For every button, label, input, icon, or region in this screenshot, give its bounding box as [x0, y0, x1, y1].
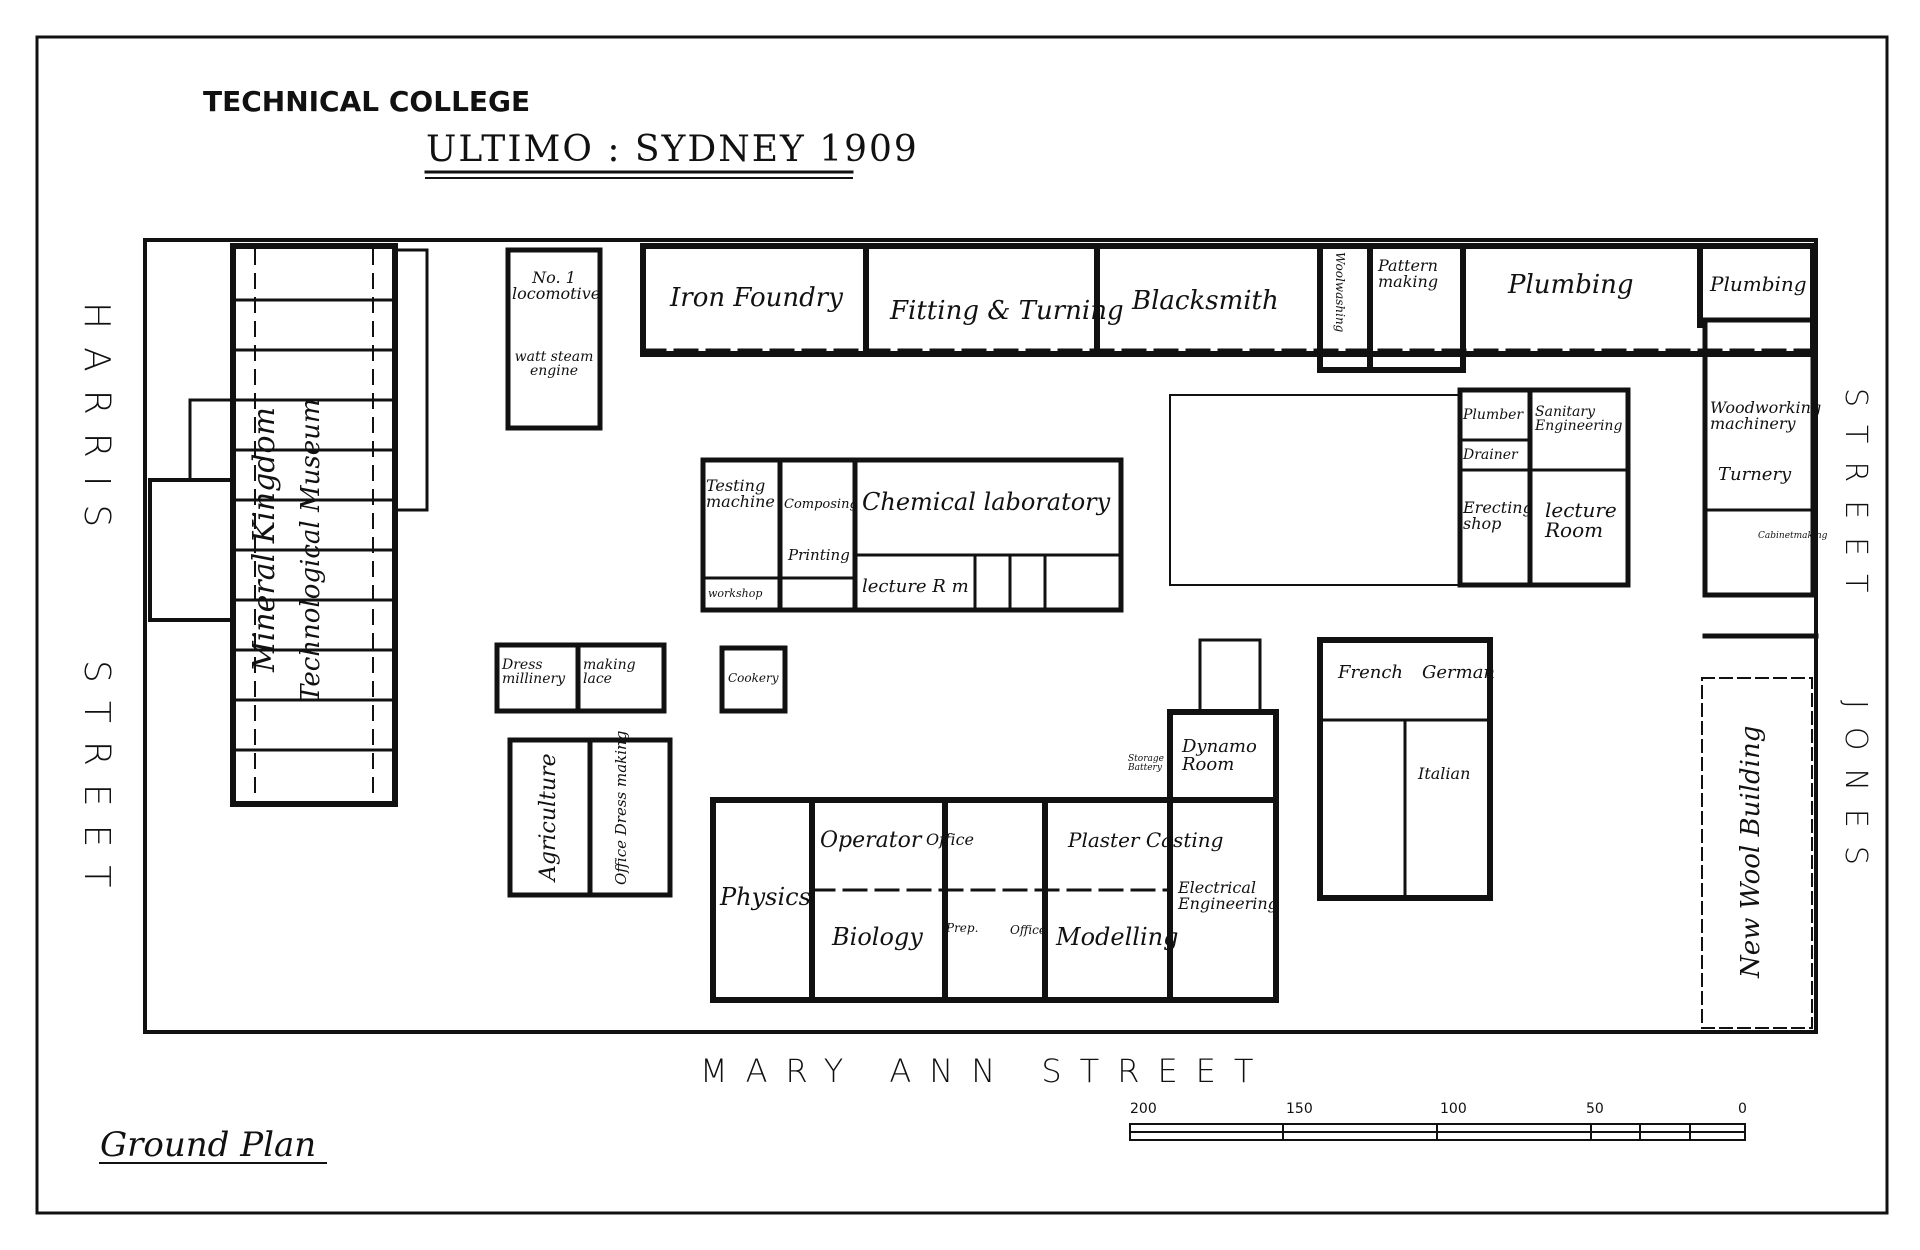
- street-south: MARY ANN STREET: [700, 1052, 1272, 1090]
- room-iron-foundry: Iron Foundry: [670, 283, 843, 313]
- room-mineral-kingdom: Mineral Kingdom: [247, 407, 282, 673]
- room-chemical-lab: Chemical laboratory: [862, 488, 1111, 516]
- room-german: German: [1422, 662, 1496, 683]
- room-testing-machine: Testing machine: [706, 476, 775, 511]
- new-wool-building: [1701, 677, 1813, 1029]
- room-printing: Printing: [788, 546, 850, 564]
- outer-frame: [35, 35, 1889, 1215]
- room-watt-engine: watt steam engine: [514, 349, 594, 379]
- title-line-2: ULTIMO : SYDNEY 1909: [426, 129, 919, 170]
- room-new-wool: New Wool Building: [1736, 725, 1766, 979]
- chemistry-block: [700, 457, 1124, 613]
- room-cookery: Cookery: [728, 671, 779, 685]
- room-drainer: Drainer: [1463, 447, 1518, 463]
- street-east-bottom: JONES: [1838, 700, 1873, 883]
- room-italian: Italian: [1418, 764, 1471, 783]
- room-plumbing-1: Plumbing: [1508, 270, 1634, 300]
- room-physics: Physics: [720, 883, 811, 911]
- room-fitting-turning: Fitting & Turning: [890, 296, 1124, 326]
- room-erecting-shop: Erecting shop: [1463, 498, 1533, 533]
- room-storage-battery: Storage Battery: [1128, 754, 1164, 773]
- room-lecture-room: lecture Room: [1545, 498, 1617, 542]
- room-agriculture: Agriculture: [536, 753, 561, 882]
- main-front-block: [710, 637, 1493, 1003]
- street-west-top: HARRIS: [76, 302, 117, 546]
- room-cabinetmaking: Cabinetmaking: [1758, 531, 1828, 541]
- room-operator: Operator: [820, 828, 922, 853]
- site-boundary: [143, 238, 1818, 1034]
- room-electrical: Electrical Engineering: [1178, 878, 1278, 913]
- scale-tick-150: 150: [1286, 1101, 1313, 1117]
- scale-tick-0: 0: [1738, 1101, 1747, 1117]
- room-office-1: Office: [926, 830, 974, 849]
- room-lecture-rm: lecture R m: [862, 576, 969, 597]
- room-woodworking: Woodworking machinery: [1710, 398, 1822, 433]
- scale-tick-50: 50: [1586, 1101, 1604, 1117]
- room-locomotive: No. 1 locomotive: [512, 268, 601, 303]
- room-blacksmith: Blacksmith: [1132, 286, 1279, 316]
- scale-tick-200: 200: [1130, 1101, 1157, 1117]
- title-line-1: TECHNICAL COLLEGE: [203, 85, 531, 118]
- room-sanitary: Sanitary Engineering: [1535, 404, 1623, 434]
- room-french: French: [1338, 662, 1404, 683]
- room-biology: Biology: [832, 923, 923, 951]
- room-turnery: Turnery: [1718, 464, 1792, 485]
- room-modelling: Modelling: [1056, 923, 1179, 951]
- scale-tick-100: 100: [1440, 1101, 1467, 1117]
- room-plumbing-2: Plumbing: [1710, 272, 1807, 296]
- street-west-bottom: STREET: [76, 660, 117, 906]
- east-workshops: [1169, 317, 1816, 598]
- locomotive-shed: [505, 247, 603, 431]
- room-making-lace: making lace: [583, 657, 636, 687]
- room-prep: Prep.: [946, 921, 979, 935]
- room-office-dress: Office Dress making: [612, 730, 630, 885]
- street-east-top: STREET: [1838, 388, 1873, 611]
- room-office-2: Office: [1010, 923, 1046, 937]
- room-plaster-casting: Plaster Casting: [1068, 828, 1224, 852]
- room-pattern-making: Pattern making: [1378, 256, 1439, 291]
- room-plumber: Plumber: [1463, 407, 1524, 423]
- museum-block: [148, 243, 429, 807]
- room-dynamo-room: Dynamo Room: [1182, 736, 1257, 775]
- room-dress-millinery: Dress millinery: [502, 657, 566, 687]
- room-composing: Composing: [784, 497, 858, 512]
- room-woolwashing: Woolwashing: [1333, 252, 1347, 333]
- room-technological-museum: Technological Museum: [296, 398, 326, 702]
- domestic-block: [494, 642, 788, 898]
- workshops-range: [640, 243, 1816, 373]
- room-workshop: workshop: [708, 587, 763, 600]
- scale-bar: [1129, 1123, 1746, 1141]
- caption: Ground Plan: [100, 1125, 317, 1165]
